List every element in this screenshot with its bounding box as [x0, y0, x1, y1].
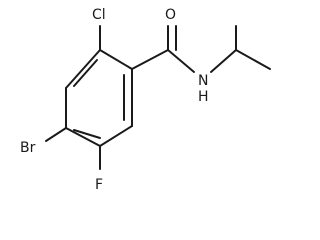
ring-bond-c2-c3	[65, 49, 101, 89]
amide-hydrogen-label: H	[198, 89, 209, 105]
fluorine-atom-label: F	[95, 177, 103, 193]
bond-ring-carbonyl	[131, 49, 169, 70]
benzene-ring	[65, 49, 133, 147]
oxygen-atom-label: O	[165, 7, 176, 23]
bond-nitrogen-isopropyl	[210, 49, 237, 73]
ring-bond-c4-c5	[65, 127, 101, 147]
ring-bond-c5-c6	[99, 125, 133, 147]
bond-isopropyl-methyl-right	[235, 49, 271, 70]
ring-bond-c2-c3-inner	[73, 59, 98, 87]
bromine-atom-label: Br	[20, 140, 36, 156]
bond-carbonyl-nitrogen	[167, 49, 195, 73]
ring-bond-c1-c2	[99, 49, 133, 70]
ring-bond-c4-c5-inner	[73, 129, 101, 139]
chemical-structure-diagram: Cl O N H Br F	[20, 7, 271, 193]
chlorine-atom-label: Cl	[92, 7, 106, 23]
amide-nitrogen-label: N	[198, 73, 208, 89]
bond-ring-bromine	[45, 127, 67, 142]
